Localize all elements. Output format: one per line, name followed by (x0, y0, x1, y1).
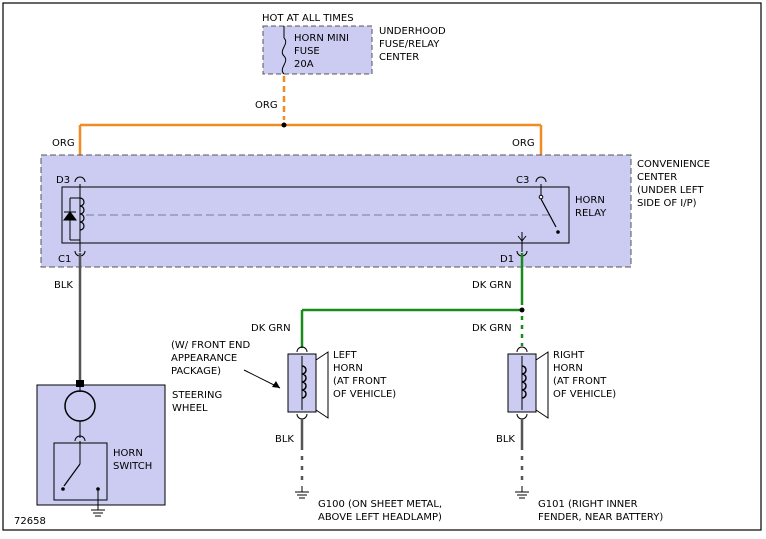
pin-d3-connector (74, 176, 86, 183)
fuse-name-line1: HORN MINI (294, 33, 349, 44)
relay-switch-arm (540, 198, 557, 228)
front-end-label-1: (W/ FRONT END (171, 340, 250, 351)
ground-icon-g100 (295, 486, 309, 499)
conv-center-label-4: SIDE OF I/P) (637, 198, 697, 209)
g101-label-1: G101 (RIGHT INNER (538, 499, 638, 510)
horn-switch-label-2: SWITCH (113, 461, 152, 472)
blk-label-right: BLK (496, 434, 515, 445)
relay-diode-fill (64, 212, 76, 220)
dk-grn-label-d1: DK GRN (472, 280, 512, 291)
relay-output-arrow-icon (517, 235, 527, 242)
org-label-right: ORG (512, 138, 535, 149)
left-horn-bell (315, 351, 329, 419)
pin-c3-label: C3 (516, 175, 529, 186)
conv-center-label-3: (UNDER LEFT (637, 185, 704, 196)
underhood-fuse-box (262, 25, 373, 75)
front-end-label-2: APPEARANCE (171, 353, 237, 364)
right-horn-label-2: HORN (553, 363, 583, 374)
fuse-name-line2: FUSE (294, 46, 320, 57)
right-horn-label-4: OF VEHICLE) (553, 389, 616, 400)
underhood-label-1: UNDERHOOD (379, 26, 446, 37)
pin-c3-connector (535, 176, 547, 183)
left-horn-label-2: HORN (333, 363, 363, 374)
horn-switch-arm (63, 463, 81, 487)
dk-grn-label-left: DK GRN (251, 323, 291, 334)
blk-label-steering: BLK (54, 280, 73, 291)
relay-coil-icon (79, 197, 85, 231)
org-label-top: ORG (255, 100, 278, 111)
front-end-pointer-arrow-head (272, 381, 280, 388)
horn-switch-label-1: HORN (113, 448, 143, 459)
left-horn-label-4: OF VEHICLE) (333, 389, 396, 400)
ground-icon-g101 (515, 486, 529, 499)
splice-dot-org (281, 122, 287, 128)
relay-switch-contact-top (538, 194, 544, 200)
front-end-label-3: PACKAGE) (171, 366, 221, 377)
right-horn-label-3: (AT FRONT (553, 376, 607, 387)
fuse-rating: 20A (294, 59, 314, 70)
ground-icon-horn-switch (91, 509, 105, 517)
left-horn-connector-top (296, 346, 308, 353)
pin-c1-label: C1 (58, 254, 71, 265)
pin-d1-label: D1 (500, 254, 514, 265)
g100-label-2: ABOVE LEFT HEADLAMP) (318, 512, 442, 523)
steering-label-2: WHEEL (172, 403, 208, 414)
g101-label-2: FENDER, NEAR BATTERY) (538, 512, 663, 523)
steering-label-1: STEERING (172, 390, 222, 401)
dk-grn-label-right: DK GRN (472, 323, 512, 334)
underhood-label-2: FUSE/RELAY (379, 39, 440, 50)
conv-center-label-2: CENTER (637, 172, 677, 183)
horn-switch-contact-left (61, 487, 65, 491)
horn-relay-label-2: RELAY (575, 208, 607, 219)
right-horn-connector-top (516, 346, 528, 353)
left-horn-label-1: LEFT (333, 350, 357, 361)
conv-center-label-1: CONVENIENCE (637, 159, 710, 170)
g100-label-1: G100 (ON SHEET METAL, (318, 499, 442, 510)
diagram-frame (2, 2, 762, 531)
fuse-symbol (281, 37, 287, 75)
org-label-left: ORG (52, 138, 75, 149)
right-horn-coil-icon (521, 365, 527, 399)
right-horn-label-1: RIGHT (553, 350, 585, 361)
underhood-label-3: CENTER (379, 52, 419, 63)
hot-at-all-times-label: HOT AT ALL TIMES (262, 13, 354, 24)
diagram-id: 72658 (14, 516, 46, 527)
horn-relay-label-1: HORN (575, 195, 605, 206)
left-horn-label-3: (AT FRONT (333, 376, 387, 387)
blk-label-left: BLK (275, 434, 294, 445)
relay-switch-contact-bottom (556, 230, 560, 234)
splice-dot-grn (519, 307, 525, 313)
right-horn-bell (535, 351, 549, 419)
pin-d3-label: D3 (56, 175, 70, 186)
horn-switch-connector (74, 435, 86, 442)
left-horn-coil-icon (301, 365, 307, 399)
steering-connector-block (76, 380, 84, 387)
